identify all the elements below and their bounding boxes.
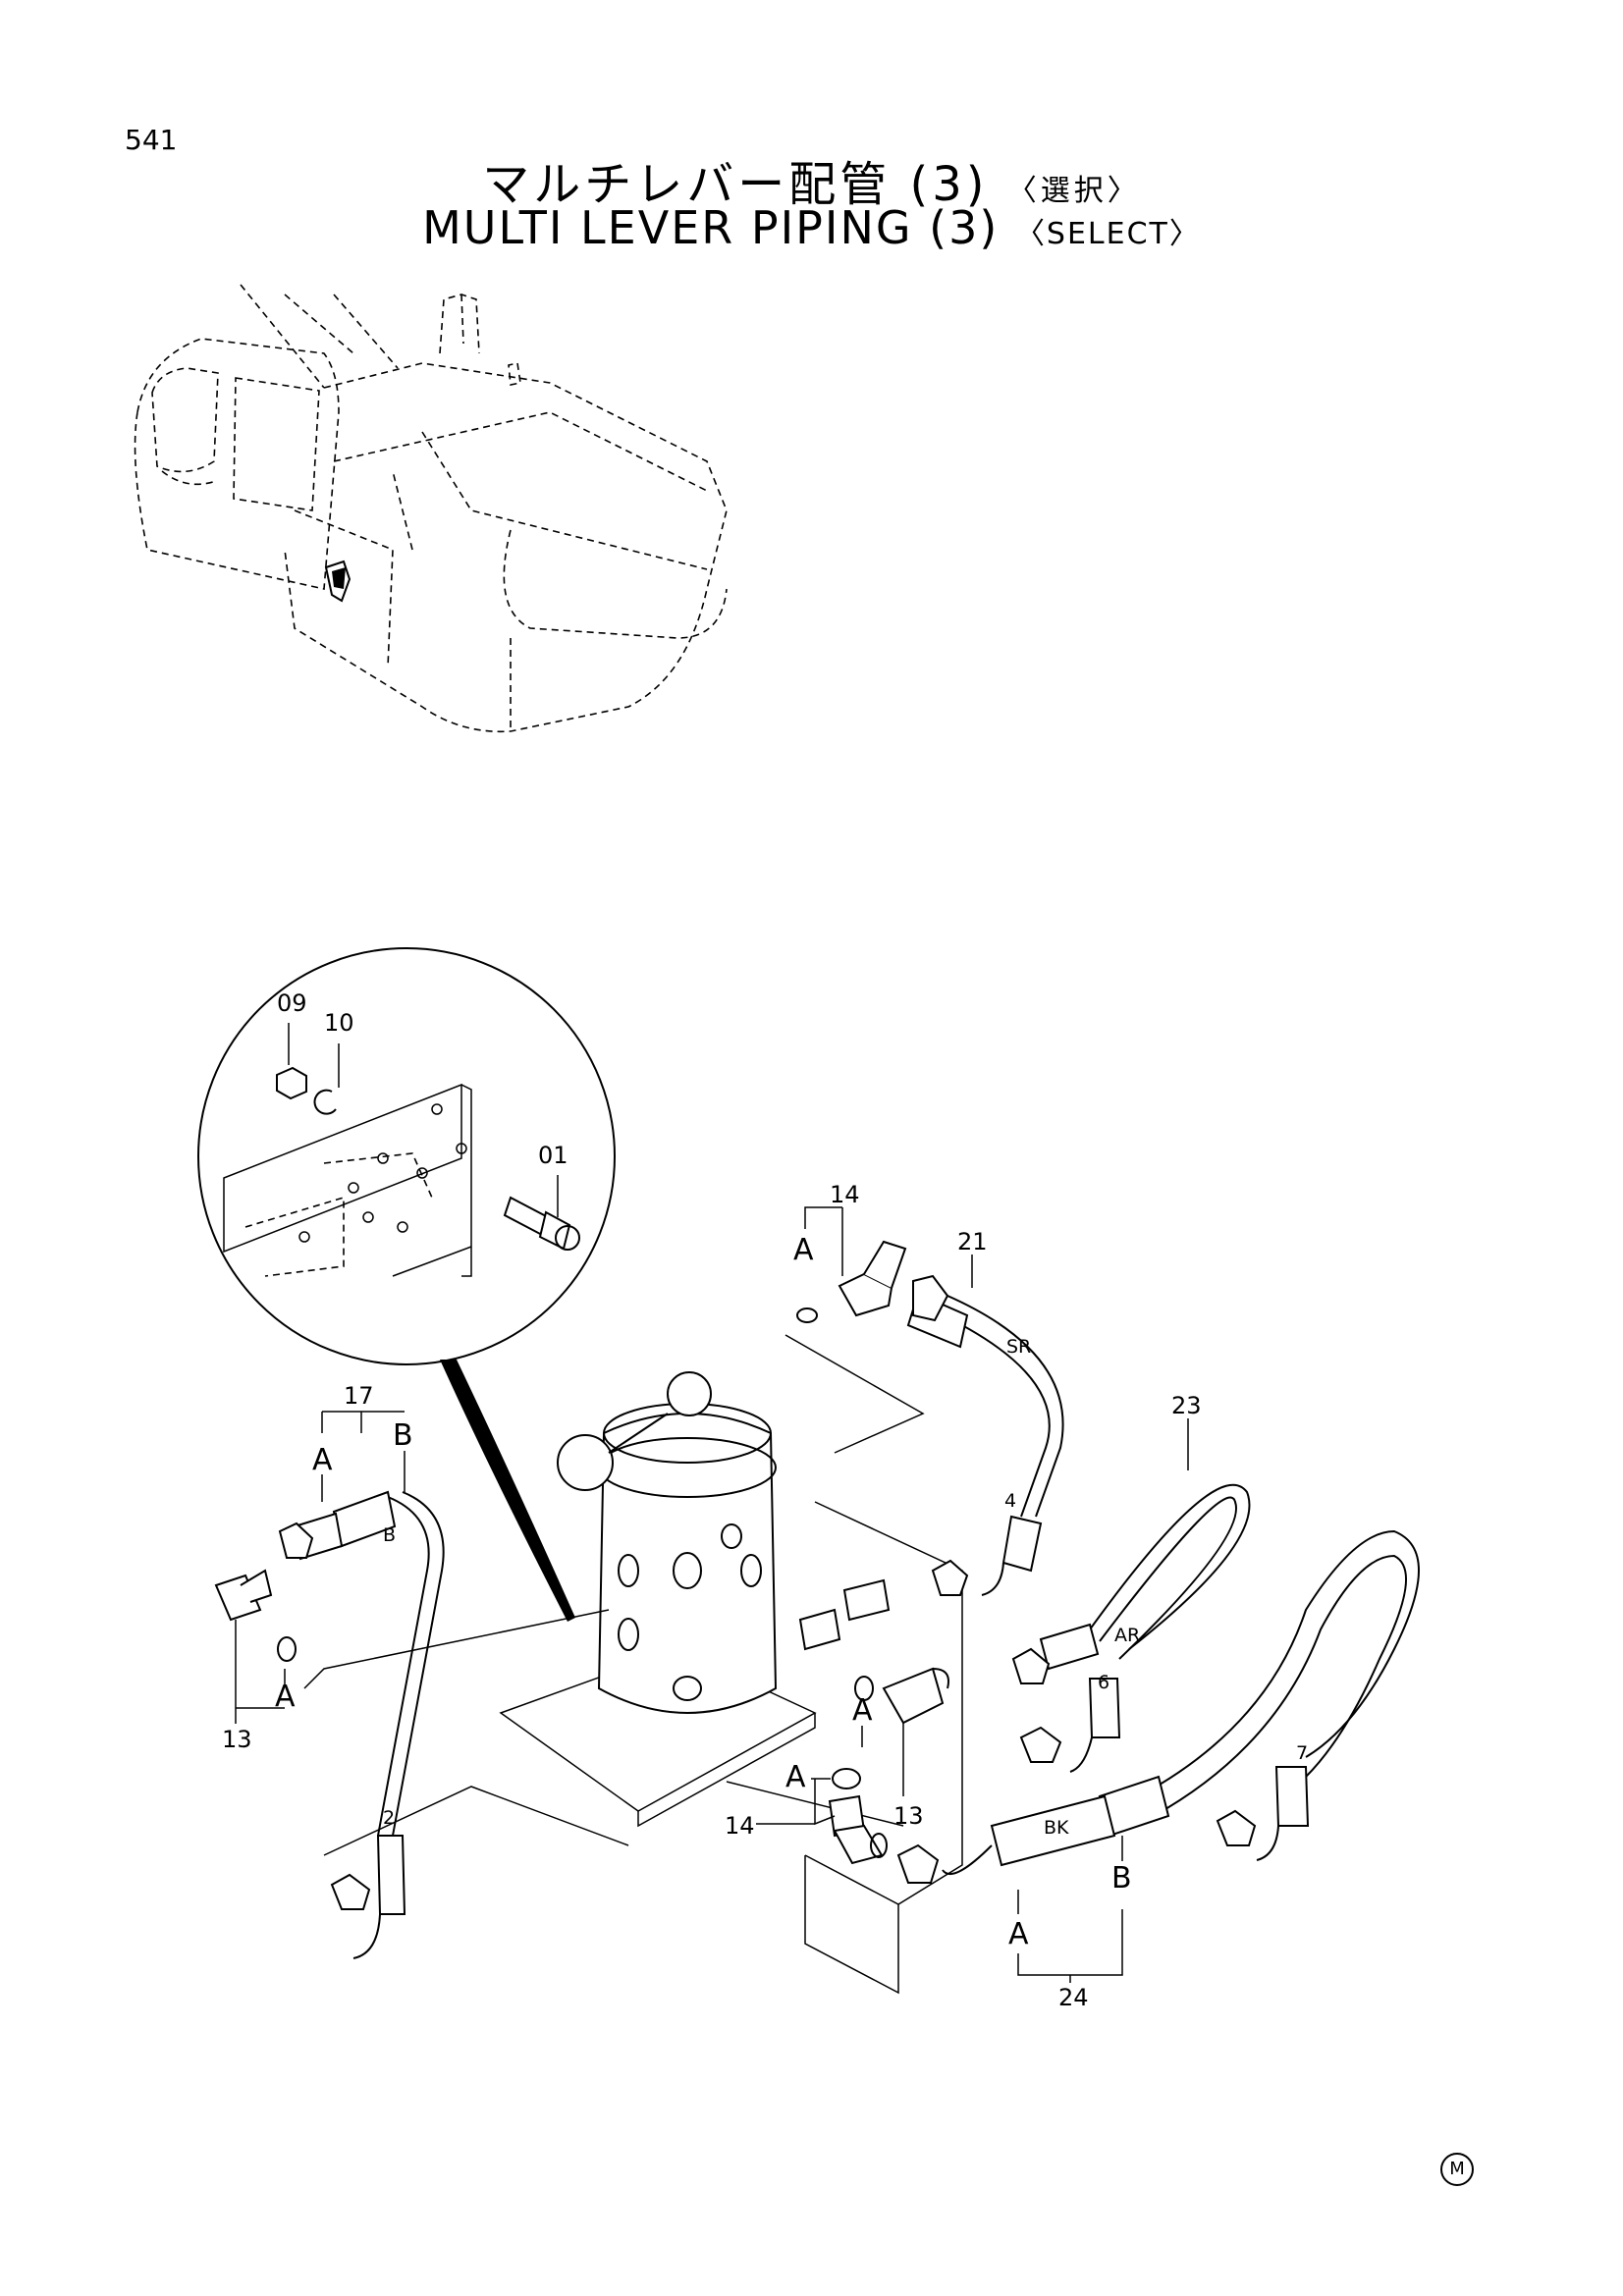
port-mark-b: B: [383, 1524, 396, 1546]
port-mark-ar: AR: [1114, 1625, 1140, 1646]
hose-end-a-14-bottom: A: [785, 1760, 806, 1794]
callout-10: 10: [324, 1009, 354, 1037]
port-mark-4: 4: [1004, 1490, 1016, 1512]
hose-end-a-14-top: A: [793, 1233, 814, 1267]
valve-assembly: [303, 1334, 963, 1995]
port-mark-7: 7: [1296, 1742, 1308, 1764]
port-mark-bk: BK: [1044, 1817, 1069, 1839]
port-mark-6: 6: [1098, 1672, 1109, 1693]
callout-13-right: 13: [893, 1802, 924, 1830]
callout-leaders: [235, 1023, 1189, 1983]
title-english-select: 〈SELECT〉: [1014, 217, 1201, 251]
callouts: 09 10 01 14 21 23 17 13 14 13 24 A A B A…: [222, 989, 1308, 2011]
excavator-overview: [134, 284, 728, 733]
footer-m-mark: M: [1440, 2153, 1474, 2186]
title-english: MULTI LEVER PIPING (3) 〈SELECT〉: [0, 201, 1623, 254]
callout-23: 23: [1171, 1392, 1202, 1419]
hose-end-a-17: A: [312, 1443, 333, 1477]
hoses: [214, 1240, 1420, 1959]
callout-01: 01: [538, 1142, 568, 1169]
hose-end-a-13-right: A: [852, 1693, 873, 1728]
detail-circle: [197, 947, 616, 1365]
title-japanese-text: マルチレバー配管 (3): [482, 157, 989, 212]
title-english-text: MULTI LEVER PIPING (3): [422, 201, 1000, 254]
callout-13-left: 13: [222, 1726, 252, 1753]
port-mark-2: 2: [383, 1807, 395, 1829]
hose-end-b-17: B: [393, 1418, 413, 1453]
callout-09: 09: [277, 989, 307, 1017]
callout-24: 24: [1058, 1984, 1089, 2011]
callout-21: 21: [957, 1228, 988, 1255]
callout-17: 17: [344, 1382, 374, 1410]
port-mark-sr: SR: [1006, 1336, 1031, 1358]
hose-end-b-24: B: [1111, 1861, 1132, 1896]
page-number: 541: [125, 124, 178, 156]
title-japanese: マルチレバー配管 (3) 〈選択〉: [0, 145, 1623, 214]
callout-14-bottom: 14: [725, 1812, 755, 1840]
callout-14-top: 14: [830, 1181, 860, 1208]
hose-end-a-13-left: A: [275, 1680, 296, 1714]
title-japanese-select: 〈選択〉: [1006, 174, 1141, 208]
hose-end-a-24: A: [1008, 1917, 1029, 1951]
